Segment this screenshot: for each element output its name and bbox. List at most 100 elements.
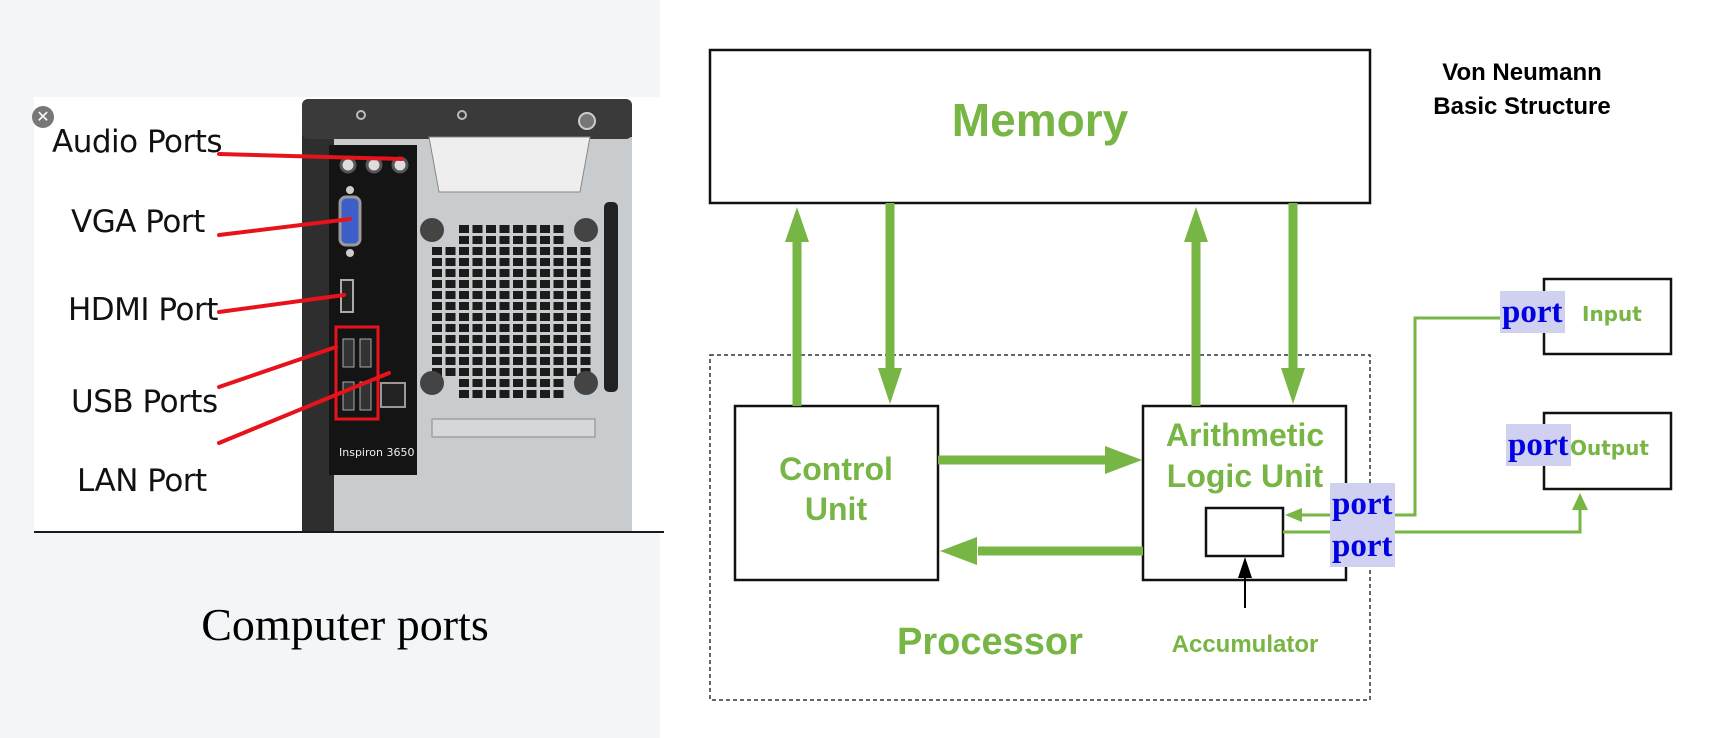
grill-hole [459, 357, 469, 365]
grill-hole [526, 368, 537, 376]
usb-port-icon [359, 338, 372, 368]
grill-hole [526, 390, 537, 398]
grill-hole [513, 225, 523, 233]
grill-hole [567, 291, 577, 299]
grill-hole [540, 280, 550, 288]
alu-input-port-tag[interactable]: port [1330, 483, 1395, 525]
grill-hole [540, 258, 550, 266]
vga-leader-line [217, 217, 352, 237]
grill-hole [472, 313, 483, 321]
grill-hole [445, 335, 456, 343]
grill-hole [459, 368, 469, 376]
grill-hole [472, 346, 483, 354]
grill-hole [459, 247, 469, 255]
grill-hole [445, 258, 456, 266]
grill-hole [459, 335, 469, 343]
grill-hole [553, 236, 564, 244]
close-icon[interactable]: ✕ [32, 106, 54, 128]
grill-hole [513, 357, 523, 365]
grill-hole [486, 346, 496, 354]
grill-hole [486, 247, 496, 255]
grill-hole [486, 357, 496, 365]
grill-hole [459, 379, 469, 387]
pc-rear-illustration: Inspiron 3650 [217, 99, 632, 532]
hdmi-leader-line [217, 293, 346, 314]
grill-hole [472, 390, 483, 398]
lan-leader-line [217, 371, 391, 445]
grill-hole [499, 324, 510, 332]
lan-port-label: LAN Port [77, 463, 207, 499]
alu-output-port-tag[interactable]: port [1330, 525, 1395, 567]
grill-hole [513, 313, 523, 321]
fan-mount-icon [420, 371, 444, 395]
grill-hole [513, 379, 523, 387]
side-handle [604, 202, 618, 392]
grill-hole [513, 335, 523, 343]
grill-hole [526, 379, 537, 387]
grill-hole [472, 357, 483, 365]
grill-hole [472, 236, 483, 244]
grill-hole [553, 357, 564, 365]
usb-ports-label: USB Ports [71, 384, 218, 420]
vga-screw-icon [346, 249, 354, 257]
grill-hole [432, 269, 442, 277]
grill-hole [499, 368, 510, 376]
arrowhead [1572, 493, 1588, 510]
grill-hole [459, 236, 469, 244]
grill-hole [553, 302, 564, 310]
output-port-tag[interactable]: port [1506, 424, 1571, 466]
memory-cu-arrows [785, 203, 902, 406]
control-unit-label-line2: Unit [805, 491, 868, 527]
grill-hole [513, 390, 523, 398]
accumulator-label: Accumulator [1172, 631, 1319, 658]
grill-hole [567, 302, 577, 310]
grill-hole [567, 247, 577, 255]
arrowhead [940, 537, 977, 565]
grill-hole [580, 324, 591, 332]
grill-hole [432, 247, 442, 255]
grill-hole [526, 313, 537, 321]
grill-hole [445, 280, 456, 288]
grill-hole [459, 291, 469, 299]
grill-hole [486, 368, 496, 376]
grill-hole [499, 357, 510, 365]
grill-hole [540, 368, 550, 376]
lan-port-icon [380, 382, 406, 408]
grill-hole [486, 379, 496, 387]
grill-hole [472, 302, 483, 310]
input-port-tag[interactable]: port [1500, 291, 1565, 333]
grill-hole [472, 258, 483, 266]
memory-label: Memory [952, 94, 1129, 146]
arrowhead [1184, 207, 1208, 242]
fan-mount-icon [574, 218, 598, 242]
grill-hole [580, 280, 591, 288]
grill-hole [432, 324, 442, 332]
grill-hole [553, 313, 564, 321]
grill-hole [567, 280, 577, 288]
grill-hole [580, 269, 591, 277]
grill-hole [540, 302, 550, 310]
grill-hole [486, 313, 496, 321]
grill-hole [486, 280, 496, 288]
grill-hole [459, 302, 469, 310]
grill-hole [567, 324, 577, 332]
arrowhead [878, 368, 902, 404]
grill-hole [540, 247, 550, 255]
grill-hole [553, 291, 564, 299]
grill-hole [526, 357, 537, 365]
usb-port-icon [342, 338, 355, 368]
grill-hole [499, 302, 510, 310]
handle-recess [428, 136, 591, 193]
usb-highlight-box [334, 325, 380, 421]
grill-hole [472, 291, 483, 299]
grill-hole [499, 346, 510, 354]
grill-hole [526, 324, 537, 332]
grill-hole [526, 258, 537, 266]
grill-hole [445, 368, 456, 376]
grill-hole [567, 357, 577, 365]
grill-hole [526, 280, 537, 288]
grill-hole [432, 335, 442, 343]
grill-hole [513, 258, 523, 266]
vga-port-label: VGA Port [71, 204, 205, 240]
grill-hole [499, 390, 510, 398]
